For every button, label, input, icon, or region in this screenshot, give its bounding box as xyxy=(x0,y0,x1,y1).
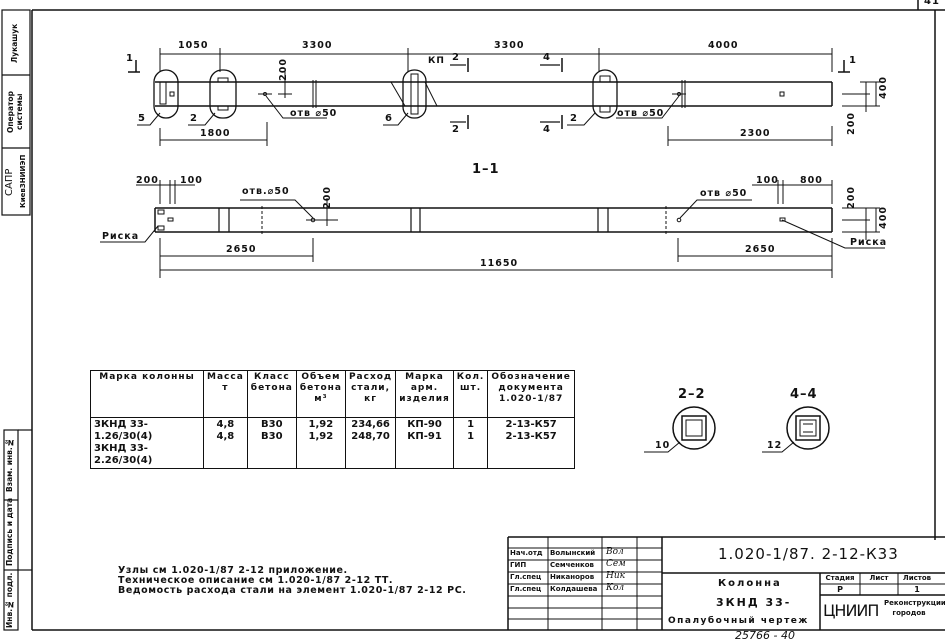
section-mark-1-right: 1 xyxy=(849,55,857,66)
note-1: Узлы см 1.020-1/87 2-12 приложение. xyxy=(118,565,348,576)
mark-label-right: Риска xyxy=(850,237,888,248)
callout-12: 12 xyxy=(767,440,783,451)
col-header-mass: Масса т xyxy=(203,370,248,418)
callout-10: 10 xyxy=(655,440,671,451)
section-4-4-title: 4–4 xyxy=(790,387,818,402)
plan-dim-1050: 1050 xyxy=(178,40,209,51)
kp-label: КП xyxy=(428,56,445,66)
section-dim-2650-left: 2650 xyxy=(226,244,257,255)
note-3: Ведомость расхода стали на элемент 1.020… xyxy=(118,585,467,596)
plan-dim-3300-b: 3300 xyxy=(494,40,525,51)
plan-dim-2300: 2300 xyxy=(740,128,771,139)
org-name: Реконструкции городов xyxy=(884,599,945,617)
section-2-2-title: 2–2 xyxy=(678,387,706,402)
staff-signature-1: Вол xyxy=(606,547,624,557)
cross-sections-drawing xyxy=(644,406,830,453)
section-mark-4-top: 4 xyxy=(543,52,551,63)
callout-2-right: 2 xyxy=(570,113,578,124)
staff-signature-4: Кол xyxy=(606,583,625,593)
section-dim-2650-right: 2650 xyxy=(745,244,776,255)
col-header-mark: Марка колонны xyxy=(90,370,204,418)
sheet-header: Лист xyxy=(869,574,889,582)
section-view-drawing xyxy=(100,180,885,278)
callout-2-left: 2 xyxy=(190,113,198,124)
col-header-qty: Кол. шт. xyxy=(452,370,489,418)
plan-dim-4000: 4000 xyxy=(708,40,739,51)
section-mark-4-bottom: 4 xyxy=(543,124,551,135)
specification-table: Марка колонны Масса т Класс бетона Объем… xyxy=(90,370,575,469)
staff-name-1: Волынский xyxy=(550,549,596,557)
table-row: 3КНД 33-1.26/30(4)3КНД 33-2.26/30(4) 4,8… xyxy=(90,417,575,469)
sheet-value xyxy=(861,584,897,595)
plan-dim-3300-a: 3300 xyxy=(302,40,333,51)
section-dim-200: 200 xyxy=(136,175,159,186)
stage-value: Р xyxy=(837,585,843,594)
section-mark-1-left: 1 xyxy=(126,53,134,64)
document-code: 1.020-1/87. 2-12-К33 xyxy=(718,545,899,563)
plan-view-drawing xyxy=(128,48,880,146)
section-hole-label-left: отв.⌀50 xyxy=(242,186,290,197)
sheets-header: Листов xyxy=(902,574,932,582)
col-header-rebar-mark: Марка арм. изделия xyxy=(395,370,454,418)
staff-role-4: Гл.спец xyxy=(510,585,542,593)
org-logo: ЦНИИП xyxy=(823,601,879,620)
section-total-length: 11650 xyxy=(480,258,519,269)
item-mark: 3КНД 33- xyxy=(716,596,792,609)
note-2: Техническое описание см 1.020-1/87 2-12 … xyxy=(118,575,394,586)
section-dim-100-right: 100 xyxy=(756,175,779,186)
stage-header: Стадия xyxy=(825,574,855,582)
section-mark-2-top: 2 xyxy=(452,52,460,63)
staff-role-2: ГИП xyxy=(510,561,527,569)
plan-dim-1800: 1800 xyxy=(200,128,231,139)
staff-signature-3: Ник xyxy=(606,571,626,581)
section-dim-800: 800 xyxy=(800,175,823,186)
section-mark-2-bottom: 2 xyxy=(452,124,460,135)
staff-name-2: Семченков xyxy=(550,561,594,569)
notes: Узлы см 1.020-1/87 2-12 приложение. Техн… xyxy=(118,566,467,596)
col-header-concrete-volume: Объем бетона м³ xyxy=(295,370,346,418)
staff-signature-2: Сем xyxy=(606,559,626,569)
section-dim-100-left: 100 xyxy=(180,175,203,186)
col-header-steel-use: Расход стали, кг xyxy=(344,370,397,418)
callout-6: 6 xyxy=(385,113,393,124)
col-header-doc: Обозначение документа 1.020-1/87 xyxy=(487,370,575,418)
plan-hole-label-left: отв ⌀50 xyxy=(290,108,338,119)
col-header-concrete-class: Класс бетона xyxy=(246,370,297,418)
cell-mark: 3КНД 33-1.26/30(4)3КНД 33-2.26/30(4) xyxy=(90,417,204,469)
mark-label-left: Риска xyxy=(102,231,140,242)
callout-5: 5 xyxy=(138,113,146,124)
item-name: Колонна xyxy=(718,578,782,589)
staff-role-1: Нач.отд xyxy=(510,549,543,557)
staff-name-3: Никаноров xyxy=(550,573,595,581)
plan-hole-label-right: отв ⌀50 xyxy=(617,108,665,119)
staff-role-3: Гл.спец xyxy=(510,573,542,581)
drawing-type: Опалубочный чертеж xyxy=(668,616,809,626)
sheet-number: 41 xyxy=(924,0,940,7)
section-1-1-title: 1–1 xyxy=(472,162,500,177)
section-hole-label-right: отв ⌀50 xyxy=(700,188,748,199)
staff-name-4: Колдашева xyxy=(550,585,598,593)
sheets-value: 1 xyxy=(914,585,920,594)
table-header-row: Марка колонны Масса т Класс бетона Объем… xyxy=(90,370,575,418)
